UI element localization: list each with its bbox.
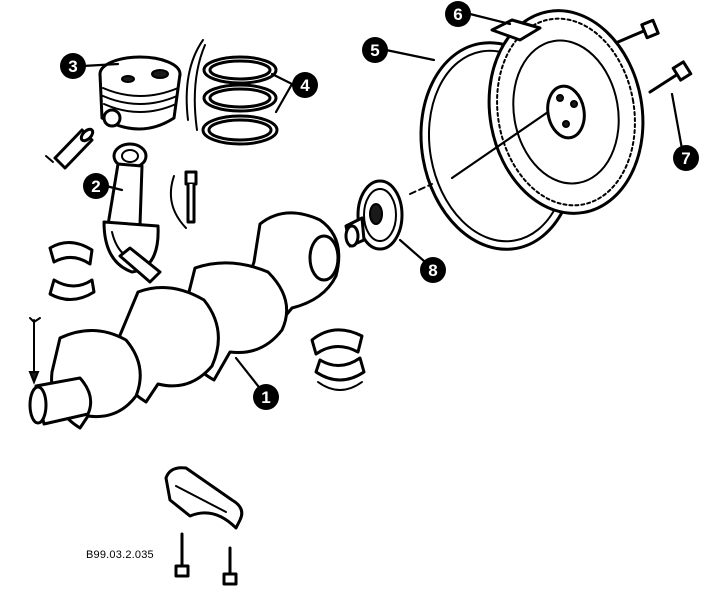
svg-text:1: 1: [261, 388, 270, 407]
callout-2: 2: [83, 173, 109, 199]
main-bearing-cap: [164, 466, 244, 530]
callout-1: 1: [253, 384, 279, 410]
conrod-bearing-shell-upper: [48, 241, 94, 266]
callout-4: 4: [292, 72, 318, 98]
crankshaft-sprocket: [344, 179, 404, 251]
piston-pin: [45, 127, 95, 170]
callout-8: 8: [420, 257, 446, 283]
main-bearing-shell-upper: [310, 328, 364, 356]
crankshaft: [28, 211, 341, 430]
svg-text:8: 8: [428, 261, 437, 280]
leader-lines: [81, 12, 686, 398]
callout-3: 3: [60, 53, 86, 79]
svg-text:2: 2: [91, 177, 100, 196]
svg-text:6: 6: [453, 5, 462, 24]
callout-7: 7: [673, 145, 699, 171]
svg-text:4: 4: [300, 76, 310, 95]
conrod-bolt: [170, 170, 198, 229]
svg-text:3: 3: [68, 57, 77, 76]
conrod-bearing-shell-lower: [48, 278, 96, 301]
flywheel: [487, 9, 645, 215]
callout-5: 5: [362, 37, 388, 63]
callout-6: 6: [445, 1, 471, 27]
flywheel-bolt-lower: [648, 60, 693, 94]
main-bearing-cap-bolt-left: [174, 532, 190, 578]
piston: [98, 55, 182, 131]
flywheel-bolt-upper: [616, 18, 660, 44]
connecting-rod: [102, 142, 162, 284]
main-bearing-shell-lower: [314, 356, 366, 391]
svg-text:5: 5: [370, 41, 379, 60]
piston-rings: [185, 39, 279, 146]
main-bearing-cap-bolt-right: [222, 546, 238, 586]
figure-reference-code: B99.03.2.035: [86, 549, 154, 561]
svg-text:7: 7: [681, 149, 690, 168]
